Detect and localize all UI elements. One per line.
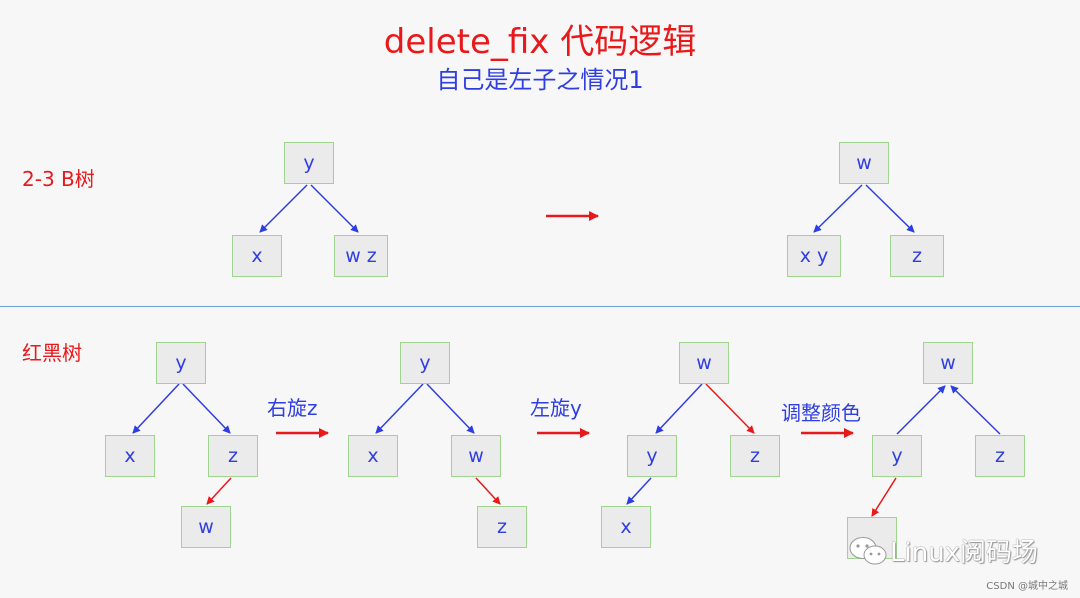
edge-rb1-y-x [375,383,424,434]
node-rb2-root: w [679,342,729,384]
watermark-text: Linux阅码场 [890,538,1039,568]
edge-rb3-y-w [896,385,946,435]
watermark: Linux阅码场 [848,532,1038,569]
edge-rb2-w-y [655,383,703,434]
section-label-rbtree: 红黑树 [22,341,82,365]
edge-btree-after-right [865,184,915,233]
node-btree-before-root: y [284,142,334,184]
node-rb0-right-left: w [181,506,231,548]
node-btree-before-left: x [232,235,282,277]
diagram-title: delete_fix 代码逻辑 [383,22,697,62]
edge-btree-before-right [310,184,359,233]
section-label-btree: 2-3 B树 [22,167,95,191]
node-rb2-right: z [730,435,780,477]
node-rb0-right: z [208,435,258,477]
node-btree-after-root: w [839,142,889,184]
node-rb3-right: z [975,435,1025,477]
edge-rb2-w-z [705,383,755,434]
node-rb0-left: x [105,435,155,477]
edge-rb3-z-w [950,385,1001,435]
wechat-icon [849,536,887,564]
node-rb1-root: y [400,342,450,384]
node-btree-before-right: w z [334,235,388,277]
node-btree-after-right: z [890,235,944,277]
edge-rb0-y-z [182,383,231,434]
edge-rb3-y-child [871,477,897,517]
edge-rb2-y-x [626,477,652,505]
node-rb2-left: y [627,435,677,477]
section-divider [0,306,1080,307]
node-rb1-right-right: z [477,506,527,548]
edge-rb0-y-x [132,383,180,434]
edge-rb1-w-z [475,477,501,505]
node-rb2-left-left: x [601,506,651,548]
edge-btree-after-left [813,184,863,233]
op-label-rotate-left: 左旋y [530,396,582,420]
edge-btree-before-left [259,184,308,233]
node-rb3-root: w [923,342,973,384]
node-rb3-left: y [872,435,922,477]
credit-text: CSDN @城中之城 [986,581,1068,592]
edge-rb0-z-w [206,477,232,505]
node-rb1-right: w [451,435,501,477]
node-rb0-root: y [156,342,206,384]
edge-rb1-y-w [426,383,475,434]
diagram-subtitle: 自己是左子之情况1 [436,66,644,94]
op-label-recolor: 调整颜色 [781,401,861,425]
node-rb1-left: x [348,435,398,477]
node-btree-after-left: x y [787,235,841,277]
op-label-rotate-right: 右旋z [267,396,318,420]
